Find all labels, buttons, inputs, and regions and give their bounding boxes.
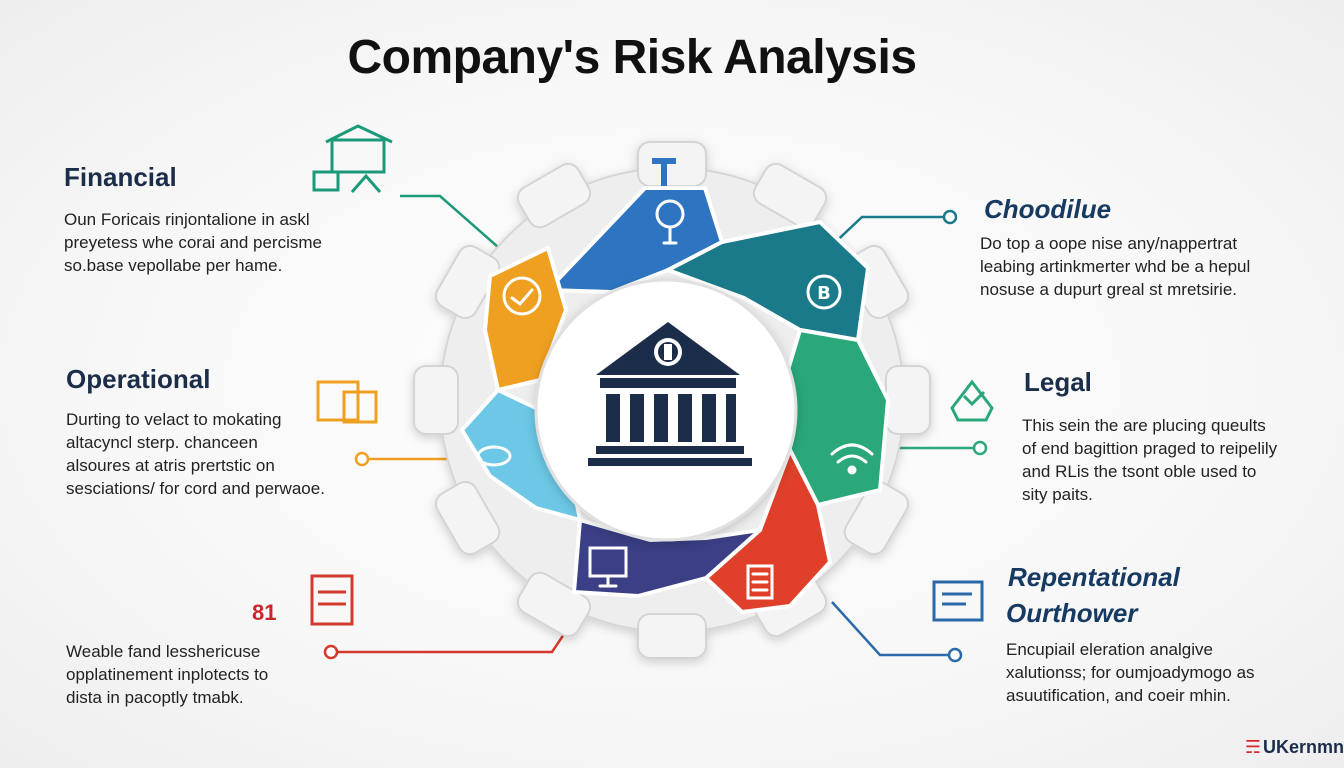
financial-line-3: so.base vepollabe per hame. [64,256,283,275]
gear-tooth [413,365,459,435]
gear-tooth [752,162,828,229]
legal-line-4: sity paits. [1022,485,1093,504]
gear-tooth [516,162,592,229]
bank-building-icon [588,322,752,466]
bottom-left-description: Weable fand lesshericuse opplatinement i… [66,640,268,709]
gear-tooth [637,613,707,659]
reputational-card-icon [932,580,984,622]
monitor-chart-icon [588,546,628,588]
wifi-signal-icon [830,443,874,475]
gear-tooth [885,365,931,435]
connector-reputational [831,601,955,657]
lightbulb-icon [655,199,685,245]
operational-line-2: altacyncl sterp. chanceen [66,433,258,452]
connector-financial [400,194,516,263]
legal-description: This sein the are plucing queults of end… [1022,414,1277,506]
segment-icons: B [476,199,874,600]
choodilue-line-2: leabing artinkmerter whd be a hepul [980,257,1251,276]
bottom-left-line-2: opplatinement inplotects to [66,665,269,684]
bottom-left-printer-icon [310,574,354,626]
financial-houses-icon [312,124,393,193]
financial-description: Oun Foricais rinjontalione in askl preye… [64,208,322,277]
legal-line-3: and RLis the tsont oble used to [1022,462,1257,481]
operational-line-3: alsoures at atris prertstic on [66,456,275,475]
legal-scale-icon [950,379,994,422]
financial-line-2: preyetess whe corai and percisme [64,233,322,252]
brand-swoosh-icon: ☴ [1244,737,1261,757]
reputational-line-3: asuutification, and coeir mhin. [1006,686,1231,705]
gear-teeth [413,141,931,659]
reputational-heading-line-2: Ourthower [1006,598,1138,628]
operational-line-1: Durting to velact to mokating [66,410,282,429]
choodilue-description: Do top a oope nise any/nappertrat leabin… [980,232,1250,301]
financial-heading: Financial [64,162,177,192]
connector-bottom-left-dot [323,644,339,660]
currency-coin-icon: B [806,274,842,310]
connector-choodilue-dot [942,209,958,225]
brand-text: UKernmn [1262,737,1344,757]
choodilue-line-3: nosuse a dupurt greal st mretsirie. [980,280,1238,299]
operational-folder-icon [316,380,378,424]
stray-number: 81 [252,600,277,625]
bottom-left-line-1: Weable fand lesshericuse [66,642,261,661]
choodilue-heading: Choodilue [984,194,1112,224]
connector-operational-dot [354,451,370,467]
handshake-icon [502,276,542,316]
gear-tooth [843,480,910,556]
cloud-network-icon [476,445,512,467]
bottom-left-line-3: dista in pacoptly tmabk. [66,688,244,707]
legal-line-1: This sein the are plucing queults [1022,416,1266,435]
reputational-heading-line-1: Repentational [1008,562,1180,592]
brand-logo: ☴UKernmn [1245,737,1344,758]
connector-reputational-dot [947,647,963,663]
operational-description: Durting to velact to mokating altacyncl … [66,408,325,500]
legal-heading: Legal [1024,367,1092,397]
document-list-icon [746,564,774,600]
svg-text:B: B [817,283,831,304]
operational-line-4: sesciations/ for cord and perwaoe. [66,479,325,498]
antenna-icon [652,158,676,186]
connector-legal-dot [972,440,988,456]
reputational-line-2: xalutionss; for oumjoadymogo as [1006,663,1255,682]
segments [460,186,890,614]
page-title: Company's Risk Analysis [347,31,917,84]
choodilue-line-1: Do top a oope nise any/nappertrat [980,234,1238,253]
gear-tooth [516,571,592,638]
financial-line-1: Oun Foricais rinjontalione in askl [64,210,310,229]
legal-line-2: of end bagittion praged to reipelily [1022,439,1278,458]
gear-tooth [434,480,501,556]
operational-heading: Operational [66,364,211,394]
reputational-line-1: Encupiail eleration analgive [1006,640,1213,659]
reputational-description: Encupiail eleration analgive xalutionss;… [1006,638,1255,707]
segment-teal [666,220,870,342]
